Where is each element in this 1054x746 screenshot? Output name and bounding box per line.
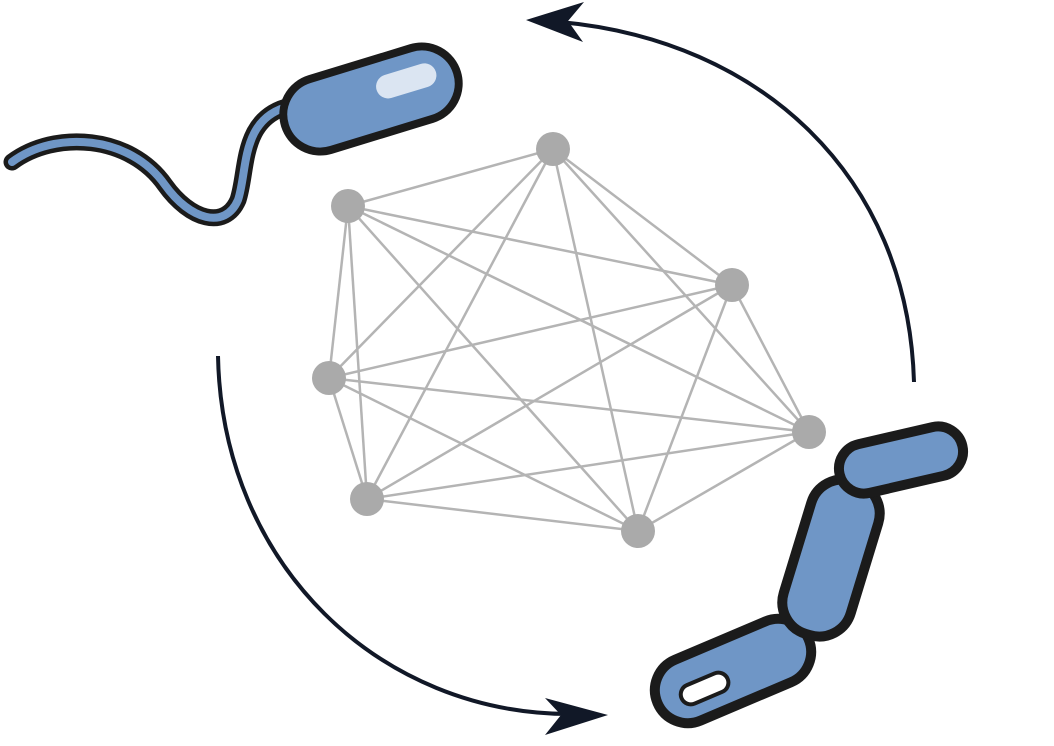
network-node [621, 514, 655, 548]
cycle-arrow-bottom-shaft [216, 355, 573, 717]
network-edge [328, 283, 733, 380]
cycle-arrow-bottom [216, 355, 608, 735]
network-edge [347, 204, 733, 287]
cycle-arrow-top [526, 2, 916, 383]
flagellum [8, 102, 294, 222]
network-edge [327, 377, 369, 500]
motile-cell-body [279, 42, 463, 156]
network-edge [552, 148, 733, 286]
network-node [536, 132, 570, 166]
network-node [331, 189, 365, 223]
network-edge [346, 205, 369, 500]
motile-cell [3, 42, 463, 227]
interaction-network [312, 132, 826, 548]
motile-cell-highlight [376, 63, 437, 99]
cell-chain [649, 421, 969, 729]
network-edge [366, 497, 639, 533]
network-edge [327, 205, 350, 379]
network-edge [328, 148, 554, 379]
network-edge [730, 284, 811, 433]
network-node [792, 415, 826, 449]
cycle-arrow-top-head [526, 2, 584, 42]
network-edge [552, 148, 810, 433]
cycle-arrow-bottom-head [545, 698, 608, 735]
network-node [715, 268, 749, 302]
chain-cell-1 [833, 421, 969, 499]
network-edge [347, 204, 810, 434]
network-edge [636, 284, 734, 532]
network-nodes [312, 132, 826, 548]
network-edge [328, 376, 639, 533]
network-edge [347, 147, 554, 208]
network-edge [328, 376, 810, 434]
network-edge [366, 283, 733, 501]
network-edge [366, 430, 810, 501]
network-edge [551, 148, 640, 532]
spore [678, 670, 731, 707]
cycle-arrow-top-shaft [559, 20, 916, 383]
network-edges [327, 147, 811, 533]
network-edge [365, 148, 555, 500]
network-node [350, 482, 384, 516]
network-edge [347, 205, 639, 532]
network-edge [637, 430, 810, 533]
network-node [312, 361, 346, 395]
